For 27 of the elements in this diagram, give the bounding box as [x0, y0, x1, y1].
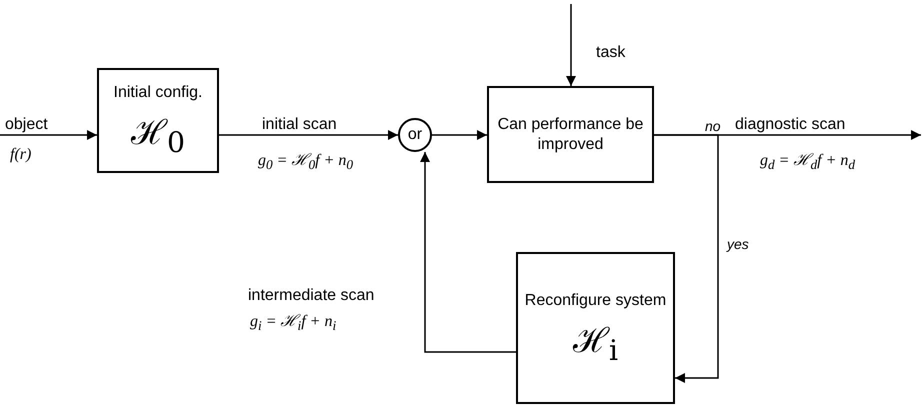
- arrow: [654, 134, 719, 383]
- process-box: [487, 86, 654, 183]
- equation: g$_{0}$ = ℋ$_{0}$f + n$_{0}$: [258, 151, 354, 174]
- process-box: [97, 68, 219, 173]
- branch-label: no: [705, 118, 721, 134]
- arrow: [219, 130, 398, 140]
- math-symbol: ℋ$_{0}$: [130, 115, 186, 158]
- edge-label: intermediate scan: [248, 287, 374, 305]
- equation: g$_{i}$ = ℋ$_{i}$f + n$_{i}$: [250, 312, 336, 334]
- junction-circle: [398, 118, 432, 152]
- edge-label: object: [5, 116, 48, 134]
- node-text: Reconfigure system: [524, 290, 666, 311]
- node-text: Can performance be improved: [496, 114, 644, 154]
- arrow: [0, 130, 97, 140]
- equation: f(r): [10, 146, 32, 164]
- arrow: [566, 4, 576, 86]
- equation: g$_{d}$ = ℋ$_{d}$f + n$_{d}$: [760, 151, 856, 174]
- edge-label: initial scan: [262, 116, 337, 134]
- math-symbol: ℋ$_{i}$: [572, 322, 618, 366]
- edge-label: task: [596, 44, 626, 62]
- node-text: Initial config.: [114, 83, 202, 104]
- edge-label: yes: [727, 236, 749, 252]
- process-box: [516, 252, 675, 404]
- edge-label: diagnostic scan: [735, 116, 846, 134]
- arrow: [420, 152, 516, 353]
- node-text: or: [408, 125, 422, 145]
- arrow: [432, 130, 487, 140]
